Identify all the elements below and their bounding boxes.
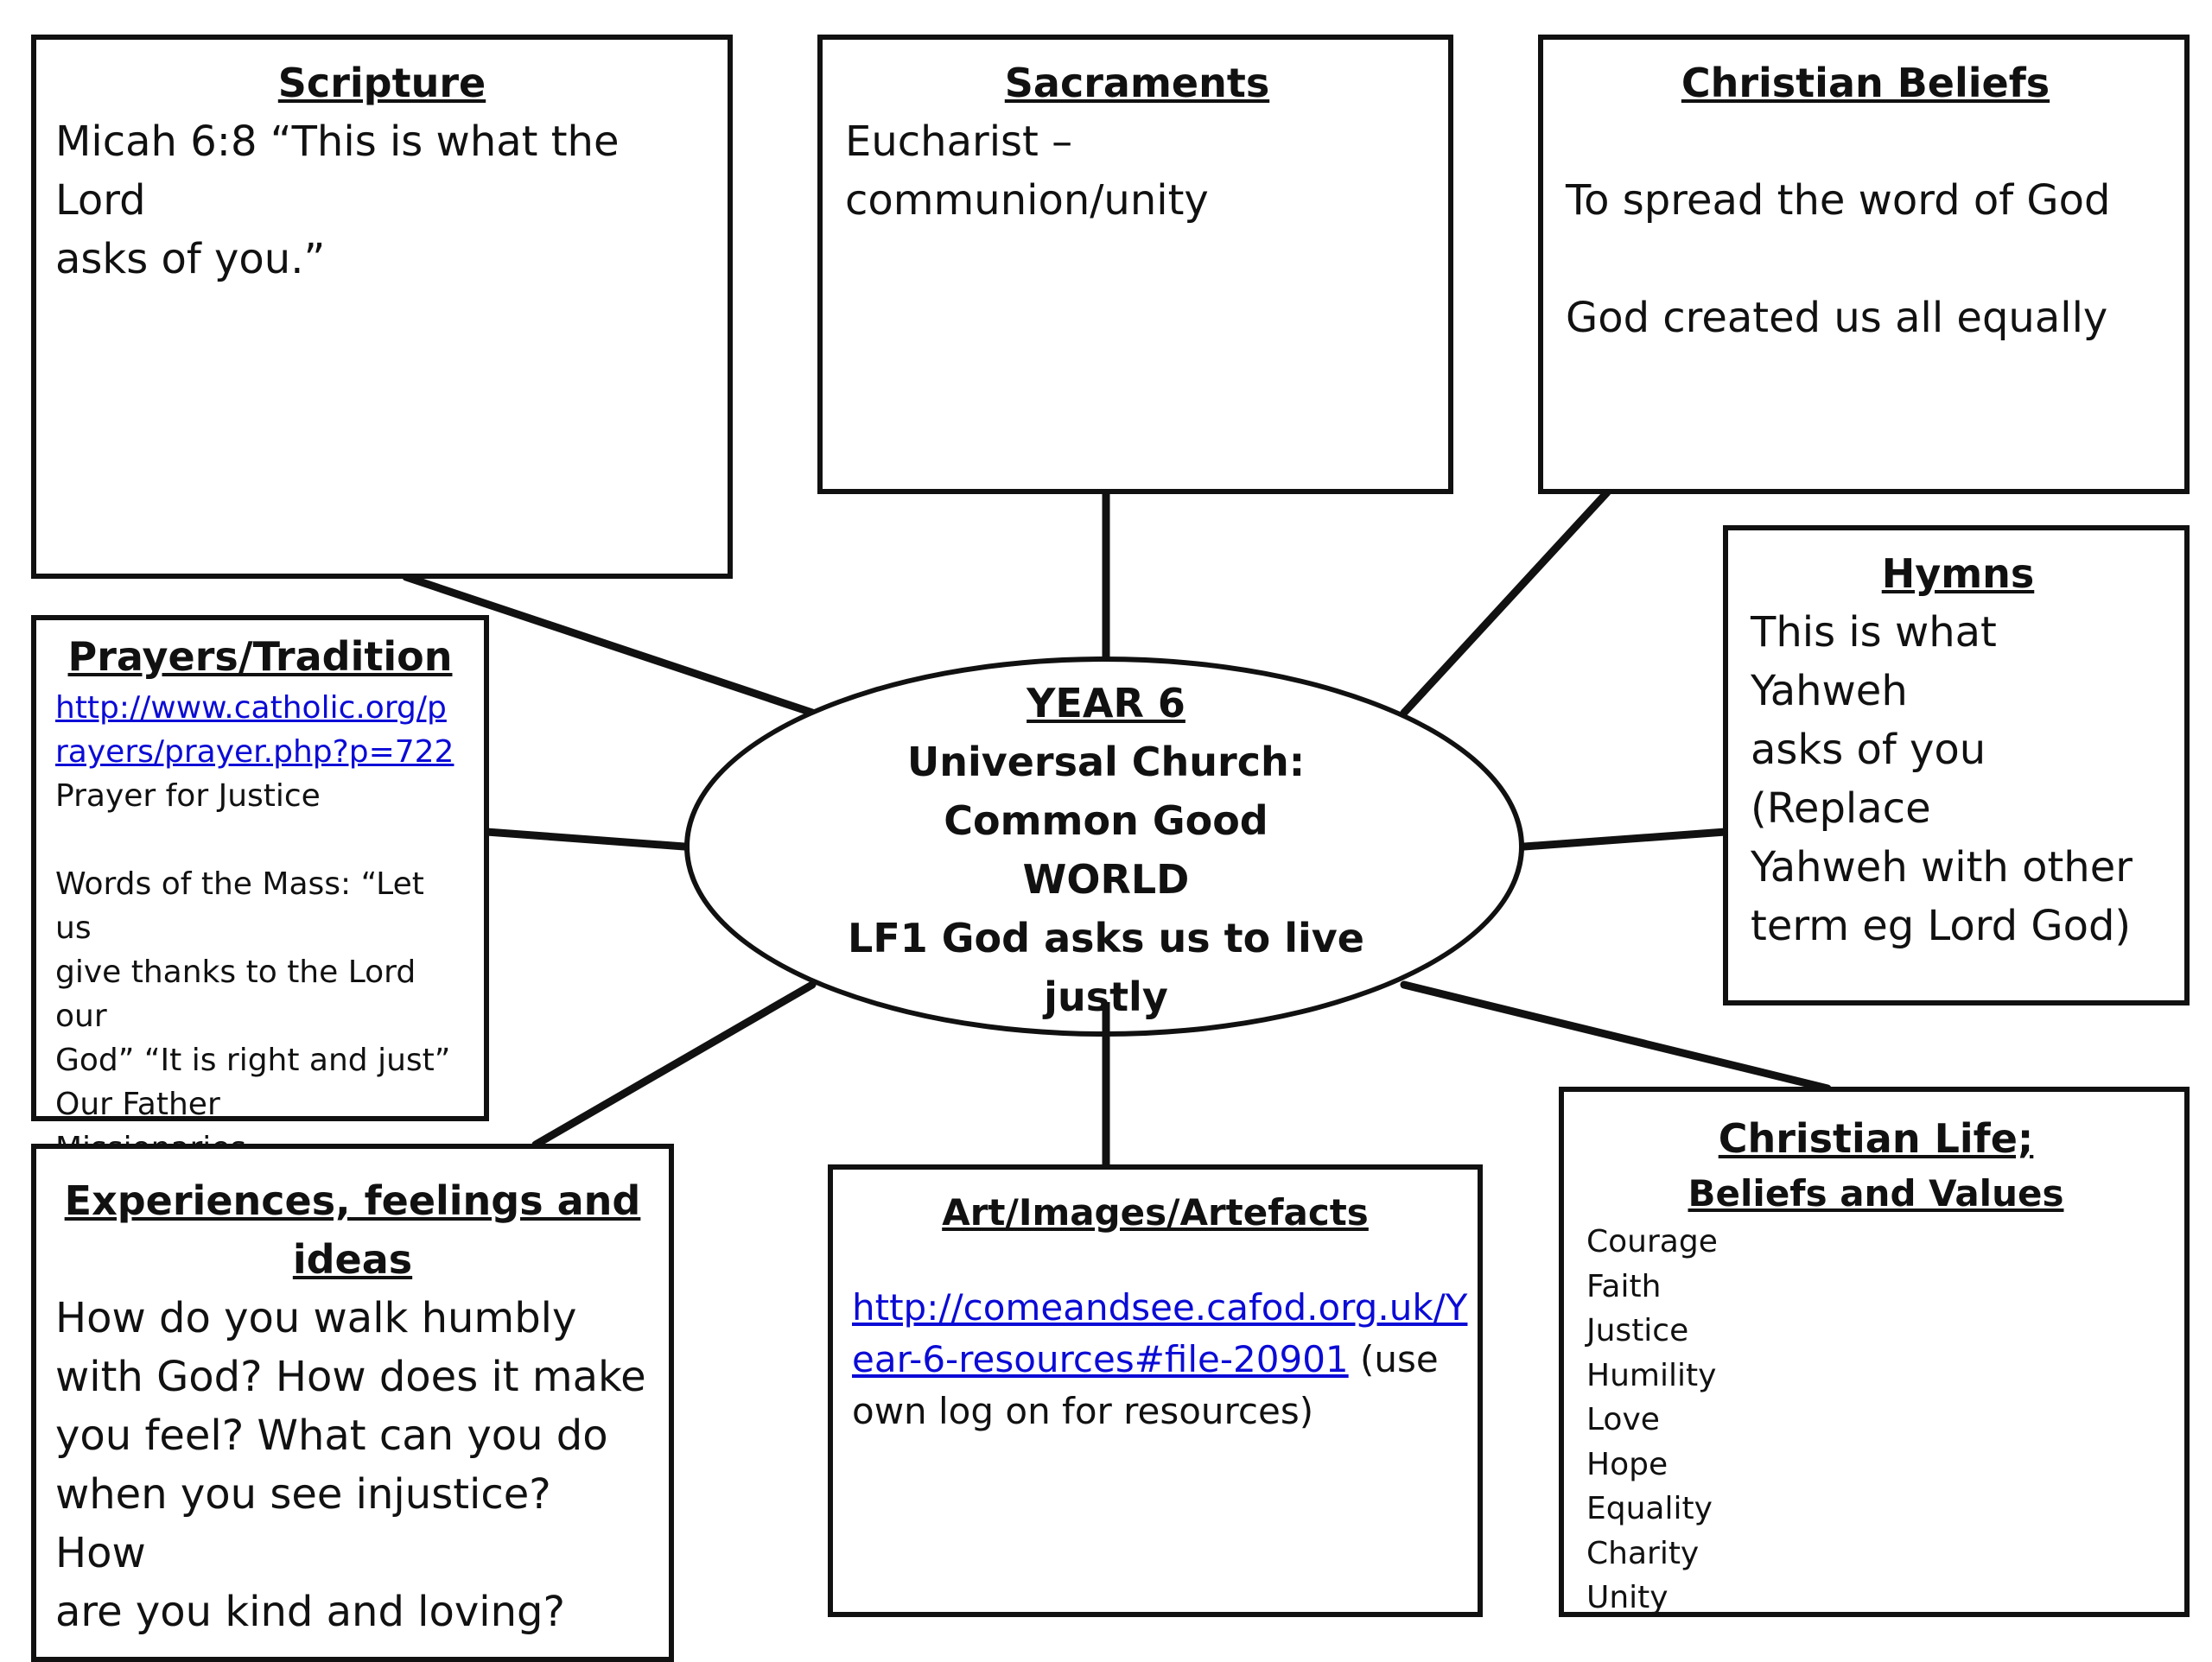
art-title: Art/Images/Artefacts [942,1191,1369,1234]
hymns-box: Hymns This is what Yahweh asks of you (R… [1723,525,2190,1005]
center-line: Common Good [944,797,1268,844]
hymns-line: term eg Lord God) [1751,902,2132,950]
experiences-title: ideas [292,1236,413,1283]
value-item: Equality [1586,1491,1713,1526]
experiences-line: How do you walk humbly [55,1294,577,1342]
connector-christian-life [1400,980,1832,1093]
sacraments-line: communion/unity [845,176,1209,225]
value-item: Humility [1586,1357,1717,1393]
experiences-title: Experiences, feelings and [64,1177,641,1224]
christian-life-subtitle: Beliefs and Values [1688,1172,2064,1215]
value-item: Faith [1586,1268,1662,1304]
center-label: YEAR 6 Universal Church: Common Good WOR… [830,674,1382,1026]
scripture-line: Micah 6:8 “This is what the Lord [55,117,620,225]
connector-prayers [482,828,689,851]
hymns-title: Hymns [1881,550,2035,597]
experiences-line: you feel? What can you do [55,1411,608,1460]
art-note: (use [1348,1338,1439,1380]
experiences-box: Experiences, feelings and ideas How do y… [31,1144,674,1662]
value-item: Love [1586,1402,1660,1437]
hymns-line: asks of you (Replace [1751,726,1986,833]
christian-life-box: Christian Life; Beliefs and Values Coura… [1559,1087,2190,1617]
sacraments-line: Eucharist – [845,117,1073,166]
sacraments-box: Sacraments Eucharist – communion/unity [817,35,1453,494]
connector-christian-beliefs [1400,488,1611,717]
christian-beliefs-title: Christian Beliefs [1681,60,2050,106]
art-link[interactable]: http://comeandsee.cafod.org.uk/Y [852,1286,1468,1329]
center-line: LF1 God asks us to live [848,915,1364,961]
art-note: own log on for resources) [852,1390,1314,1432]
hymns-line: Yahweh with other [1751,843,2133,891]
connector-scripture [402,573,817,717]
christian-beliefs-box: Christian Beliefs To spread the word of … [1538,35,2190,494]
christian-beliefs-line: God created us all equally [1566,294,2108,342]
prayer-line: Words of the Mass: “Let us [55,866,424,946]
value-item: Unity [1586,1580,1669,1615]
center-ellipse [684,657,1524,1037]
art-box: Art/Images/Artefacts http://comeandsee.c… [828,1164,1483,1617]
prayers-box: Prayers/Tradition http://www.catholic.or… [31,615,489,1166]
center-line: justly [1044,974,1168,1020]
value-item: Courage [1586,1224,1718,1259]
scripture-box: Scripture Micah 6:8 “This is what the Lo… [31,35,733,579]
art-link[interactable]: ear-6-resources#file-20901 [852,1338,1349,1380]
prayer-link[interactable]: http://www.catholic.org/p [55,690,447,726]
value-item: Hope [1586,1446,1669,1482]
center-line: Universal Church: [906,739,1306,785]
center-line: WORLD [1022,856,1190,903]
prayer-line: Our Father [55,1087,220,1122]
experiences-line: when you see injustice? How [55,1470,551,1577]
christian-beliefs-line: To spread the word of God [1566,176,2111,225]
prayer-link[interactable]: rayers/prayer.php?p=722 [55,734,454,770]
connector-hymns [1520,828,1730,851]
prayer-caption: Prayer for Justice [55,778,321,814]
prayer-line: God” “It is right and just” [55,1043,451,1078]
prayer-line: give thanks to the Lord our [55,955,416,1034]
christian-life-title: Christian Life; [1718,1115,2034,1162]
prayers-title: Prayers/Tradition [67,633,453,680]
experiences-line: are you kind and loving? [55,1588,565,1636]
connector-experiences [531,980,817,1149]
center-title: YEAR 6 [1027,680,1185,726]
value-item: Charity [1586,1535,1700,1571]
experiences-line: with God? How does it make [55,1353,646,1401]
scripture-title: Scripture [277,60,486,106]
value-item: Justice [1586,1313,1689,1348]
hymns-line: This is what Yahweh [1751,608,1997,715]
sacraments-title: Sacraments [1004,60,1270,106]
scripture-line: asks of you.” [55,235,326,283]
